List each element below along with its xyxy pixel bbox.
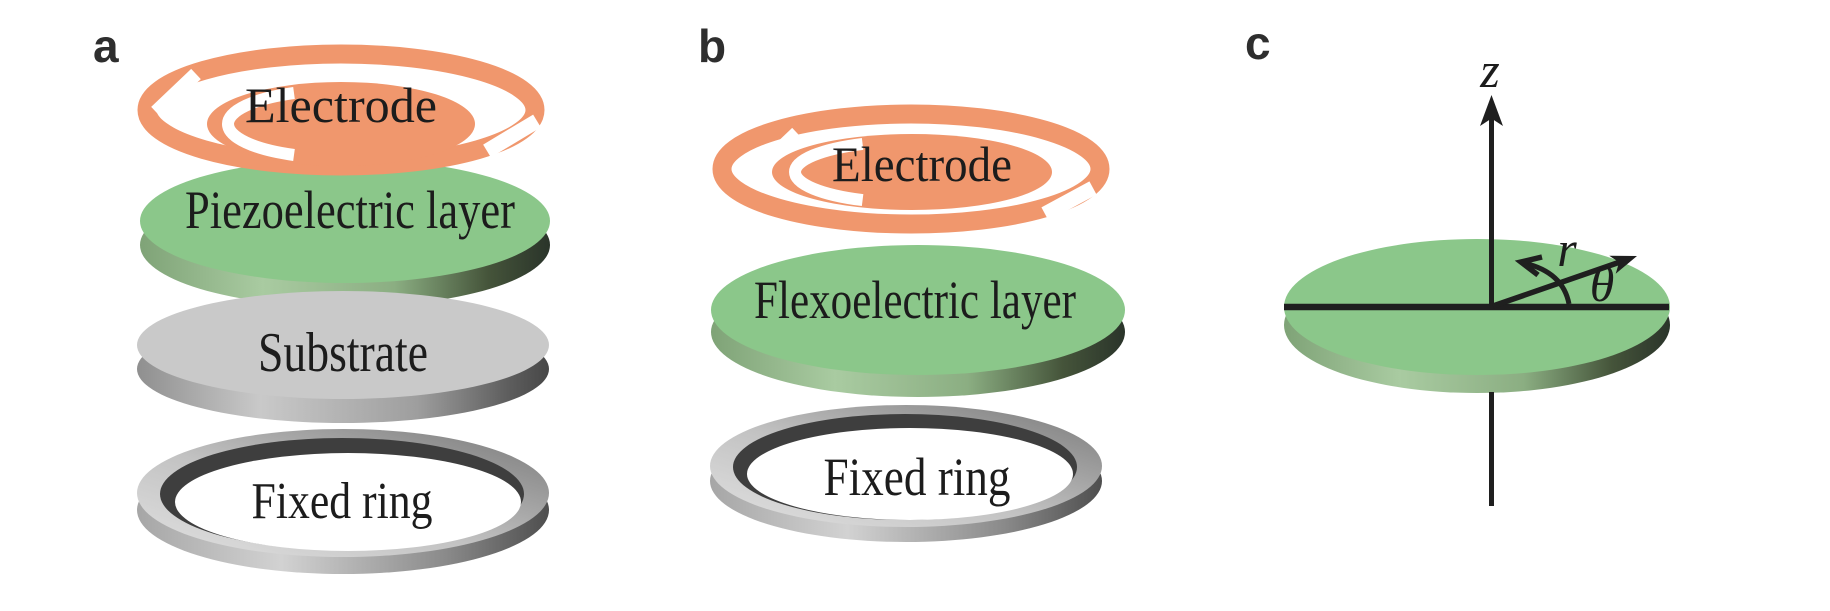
panel-b: b Electrode Flexoelectric layer Fixed ri… xyxy=(698,20,1125,542)
fixed-ring-b-label: Fixed ring xyxy=(824,447,1011,507)
electrode-b: Electrode xyxy=(712,104,1110,234)
theta-angle-arc xyxy=(1523,260,1572,305)
r-axis-label: r xyxy=(1557,221,1577,277)
electrode-ring-slit-lower-right xyxy=(483,114,541,158)
electrode-ring-slit-lower-right xyxy=(1041,181,1097,221)
fixed-ring-b-hole xyxy=(747,428,1073,520)
r-axis-arrowhead xyxy=(1609,255,1637,274)
coordinate-axes: z r θ xyxy=(1284,42,1669,506)
panel-a-letter: a xyxy=(93,20,119,72)
fixed-ring-b: Fixed ring xyxy=(710,405,1102,542)
flexoelectric-layer: Flexoelectric layer xyxy=(711,245,1125,397)
panel-c: c z r θ xyxy=(1245,17,1670,506)
panel-b-letter: b xyxy=(698,20,726,72)
panel-c-letter: c xyxy=(1245,17,1271,69)
electrode-a: Electrode xyxy=(137,44,545,176)
substrate-label: Substrate xyxy=(258,322,428,384)
piezoelectric-layer: Piezoelectric layer xyxy=(140,159,550,307)
flexoelectric-layer-label: Flexoelectric layer xyxy=(754,270,1076,330)
substrate: Substrate xyxy=(137,291,549,423)
electrode-outer-ring xyxy=(712,104,1110,234)
flexoelectric-disc-top xyxy=(711,245,1125,375)
panel-a: a Piezoelectric layer Electrode Substrat… xyxy=(93,20,550,574)
fixed-ring-a-hole xyxy=(175,453,521,551)
z-axis-label: z xyxy=(1479,42,1499,98)
theta-label: θ xyxy=(1590,256,1615,312)
fixed-ring-a-label: Fixed ring xyxy=(252,473,433,530)
piezoelectric-layer-label: Piezoelectric layer xyxy=(185,180,515,240)
electrode-spiral-gap xyxy=(789,137,864,207)
electrode-inner-disc xyxy=(207,82,475,166)
fixed-ring-a: Fixed ring xyxy=(137,429,549,574)
electrode-a-label: Electrode xyxy=(245,77,437,133)
electrode-ring-slit-upper-left xyxy=(151,68,201,118)
r-axis-line xyxy=(1492,259,1621,309)
theta-arc-arrowhead xyxy=(1514,254,1543,278)
electrode-ring-slit-upper-left xyxy=(752,127,802,177)
z-axis-arrowhead xyxy=(1480,95,1503,126)
piezoelectric-disc-top xyxy=(140,159,550,283)
electrode-b-label: Electrode xyxy=(832,136,1012,192)
substrate-disc-top xyxy=(137,291,549,399)
electrode-spiral-gap xyxy=(222,87,295,161)
